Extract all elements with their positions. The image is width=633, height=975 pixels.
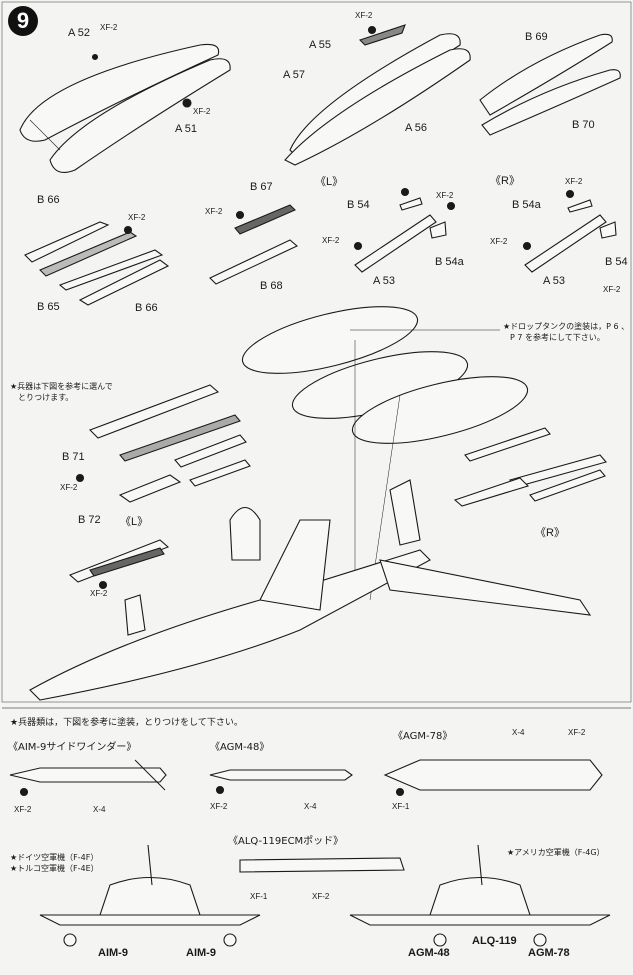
paint-xf2-label: XF-2 [193, 107, 211, 116]
part-b65-label: B 65 [37, 301, 60, 313]
weapons-paint-note: ★兵器類は，下図を参考に塗装，とりつけをして下さい。 [10, 718, 243, 728]
paint-xf2-label: XF-2 [490, 237, 508, 246]
weapons-select-note-line2: とりつけます。 [18, 393, 74, 402]
paint-x4-label: X-4 [512, 728, 525, 737]
part-b66-label: B 66 [135, 302, 158, 314]
loadout-right-a: AGM-48 [408, 947, 450, 959]
side-mark-left: 《L》 [315, 176, 344, 188]
paint-xf2-label: XF-2 [205, 207, 223, 216]
part-b54a-label: B 54a [435, 256, 464, 268]
us-note: ★アメリカ空軍機（F-4G） [507, 848, 605, 857]
paint-xf2-label: XF-2 [603, 285, 621, 294]
part-b54-label: B 54 [347, 199, 370, 211]
turkish-note: ★トルコ空軍機（F-4E） [10, 864, 99, 873]
paint-xf2-label: XF-2 [436, 191, 454, 200]
loadout-left-a: AIM-9 [98, 947, 128, 959]
part-b72-label: B 72 [78, 514, 101, 526]
part-b54-label: B 54 [605, 256, 628, 268]
loadout-left-b: AIM-9 [186, 947, 216, 959]
drop-tank-note-line1: ★ドロップタンクの塗装は，P 6 、 [503, 322, 630, 331]
part-a51-label: A 51 [175, 123, 198, 135]
part-a57-label: A 57 [283, 69, 306, 81]
alq119-heading: 《ALQ-119ECMポッド》 [228, 836, 344, 847]
part-b71-label: B 71 [62, 451, 85, 463]
part-b68-label: B 68 [260, 280, 283, 292]
step-number: 9 [16, 8, 30, 33]
paint-xf2-label: XF-2 [312, 892, 330, 901]
loadout-right-b: ALQ-119 [472, 935, 517, 947]
paint-xf2-label: XF-2 [100, 23, 118, 32]
agm78-heading: 《AGM-78》 [393, 731, 453, 742]
paint-xf2-label: XF-2 [14, 805, 32, 814]
paint-x4-label: X-4 [304, 802, 317, 811]
step-number-badge: 9 [8, 6, 38, 36]
paint-xf2-label: XF-2 [210, 802, 228, 811]
part-a53-label: A 53 [373, 275, 396, 287]
drop-tank-note-line2: P 7 を参考にして下さい。 [510, 333, 605, 342]
paint-xf1-label: XF-1 [250, 892, 268, 901]
part-a56-label: A 56 [405, 122, 428, 134]
german-note: ★ドイツ空軍機（F-4F） [10, 853, 99, 862]
paint-xf2-label: XF-2 [128, 213, 146, 222]
paint-xf2-label: XF-2 [60, 483, 78, 492]
aim9-heading: 《AIM-9サイドワインダー》 [8, 742, 137, 753]
part-a55-label: A 55 [309, 39, 332, 51]
paint-xf2-label: XF-2 [322, 236, 340, 245]
paint-xf2-label: XF-2 [568, 728, 586, 737]
part-a53-label: A 53 [543, 275, 566, 287]
weapons-select-note-line1: ★兵器は下図を参考に選んで [10, 382, 113, 391]
part-b67-label: B 67 [250, 181, 273, 193]
part-b66-label: B 66 [37, 194, 60, 206]
part-a52-label: A 52 [68, 27, 91, 39]
paint-xf2-label: XF-2 [565, 177, 583, 186]
loadout-right-c: AGM-78 [528, 947, 570, 959]
side-mark-right-2: 《R》 [535, 527, 565, 539]
paint-xf2-label: XF-2 [355, 11, 373, 20]
part-b69-label: B 69 [525, 31, 548, 43]
agm48-heading: 《AGM-48》 [210, 742, 270, 753]
side-mark-right: 《R》 [490, 175, 520, 187]
paint-x4-label: X-4 [93, 805, 106, 814]
side-mark-left-2: 《L》 [120, 516, 149, 528]
paint-xf1-label: XF-1 [392, 802, 410, 811]
paint-xf2-label: XF-2 [90, 589, 108, 598]
part-b70-label: B 70 [572, 119, 595, 131]
part-b54a-label: B 54a [512, 199, 541, 211]
